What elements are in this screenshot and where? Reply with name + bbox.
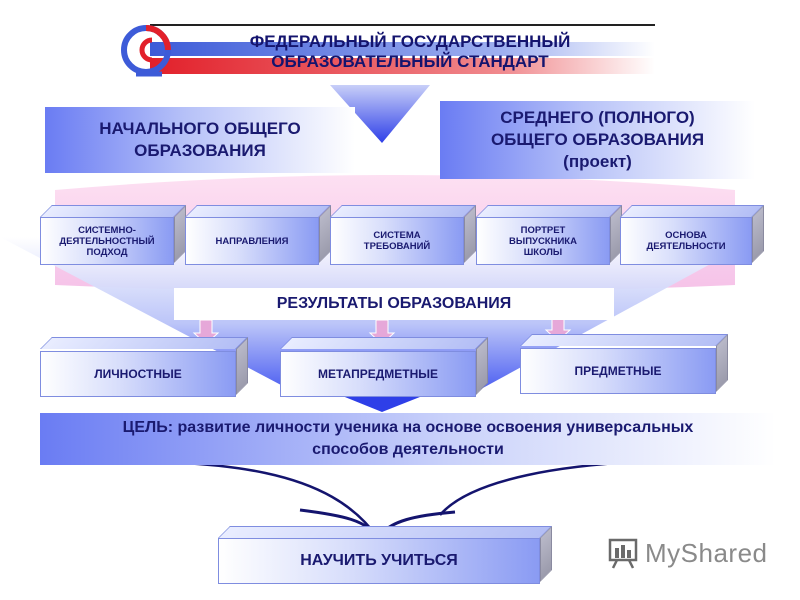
secondary-line2: ОБЩЕГО ОБРАЗОВАНИЯ xyxy=(490,130,705,149)
header-title-line1: ФЕДЕРАЛЬНЫЙ ГОСУДАРСТВЕННЫЙ xyxy=(249,32,571,51)
primary-line1: НАЧАЛЬНОГО ОБЩЕГО xyxy=(99,119,301,138)
result-metasubject-label: МЕТАПРЕДМЕТНЫЕ xyxy=(317,367,438,381)
secondary-education-panel: СРЕДНЕГО (ПОЛНОГО) ОБЩЕГО ОБРАЗОВАНИЯ (п… xyxy=(440,101,755,179)
fgos-logo-icon xyxy=(121,25,171,77)
component-4-line3: ШКОЛЫ xyxy=(523,246,563,258)
component-1-line3: ПОДХОД xyxy=(86,246,128,258)
header-down-arrow xyxy=(330,85,430,143)
result-box-subject: ПРЕДМЕТНЫЕ xyxy=(520,334,730,394)
component-1-line1: СИСТЕМНО- xyxy=(78,224,136,236)
component-box-1: СИСТЕМНО- ДЕЯТЕЛЬНОСТНЫЙ ПОДХОД xyxy=(40,205,188,265)
component-box-3: СИСТЕМА ТРЕБОВАНИЙ xyxy=(330,205,478,265)
outcome-label: НАУЧИТЬ УЧИТЬСЯ xyxy=(300,552,458,569)
component-2-line1: НАПРАВЛЕНИЯ xyxy=(215,235,289,247)
result-box-personal: ЛИЧНОСТНЫЕ xyxy=(40,337,250,397)
component-3-line1: СИСТЕМА xyxy=(373,230,421,241)
component-5-line1: ОСНОВА xyxy=(665,230,707,241)
header-stripe-dark xyxy=(150,24,655,26)
presentation-board-icon xyxy=(608,538,638,569)
header-stripe-red xyxy=(150,58,655,74)
goal-line1: ЦЕЛЬ: развитие личности ученика на основ… xyxy=(122,419,694,436)
outcome-box: НАУЧИТЬ УЧИТЬСЯ xyxy=(218,526,554,584)
results-title: РЕЗУЛЬТАТЫ ОБРАЗОВАНИЯ xyxy=(174,288,614,320)
header-title: ФЕДЕРАЛЬНЫЙ ГОСУДАРСТВЕННЫЙ ОБРАЗОВАТЕЛЬ… xyxy=(170,30,650,74)
component-1-line2: ДЕЯТЕЛЬНОСТНЫЙ xyxy=(59,235,155,247)
goal-statement: ЦЕЛЬ: развитие личности ученика на основ… xyxy=(40,413,776,465)
header-stripe-blue xyxy=(150,42,655,56)
component-4-line2: ВЫПУСКНИКА xyxy=(509,235,577,247)
result-personal-label: ЛИЧНОСТНЫЕ xyxy=(94,367,182,381)
header-title-line2: ОБРАЗОВАТЕЛЬНЫЙ СТАНДАРТ xyxy=(271,52,549,71)
primary-education-panel: НАЧАЛЬНОГО ОБЩЕГО ОБРАЗОВАНИЯ xyxy=(45,107,355,173)
secondary-line1: СРЕДНЕГО (ПОЛНОГО) xyxy=(500,108,695,127)
secondary-line3: (проект) xyxy=(563,152,632,171)
primary-line2: ОБРАЗОВАНИЯ xyxy=(134,141,266,160)
goal-down-arrow xyxy=(335,393,430,412)
component-3-line2: ТРЕБОВАНИЙ xyxy=(363,241,431,252)
component-5-line2: ДЕЯТЕЛЬНОСТИ xyxy=(646,241,726,252)
brace-right-curve xyxy=(439,458,689,516)
component-box-2: НАПРАВЛЕНИЯ xyxy=(185,205,333,265)
result-subject-label: ПРЕДМЕТНЫЕ xyxy=(574,364,662,378)
watermark-text: MyShared xyxy=(645,538,768,568)
result-box-metasubject: МЕТАПРЕДМЕТНЫЕ xyxy=(280,337,490,397)
component-box-4: ПОРТРЕТ ВЫПУСКНИКА ШКОЛЫ xyxy=(476,205,624,265)
component-box-5: ОСНОВА ДЕЯТЕЛЬНОСТИ xyxy=(620,205,766,265)
goal-line2: способов деятельности xyxy=(312,441,504,458)
component-4-line1: ПОРТРЕТ xyxy=(520,224,566,236)
